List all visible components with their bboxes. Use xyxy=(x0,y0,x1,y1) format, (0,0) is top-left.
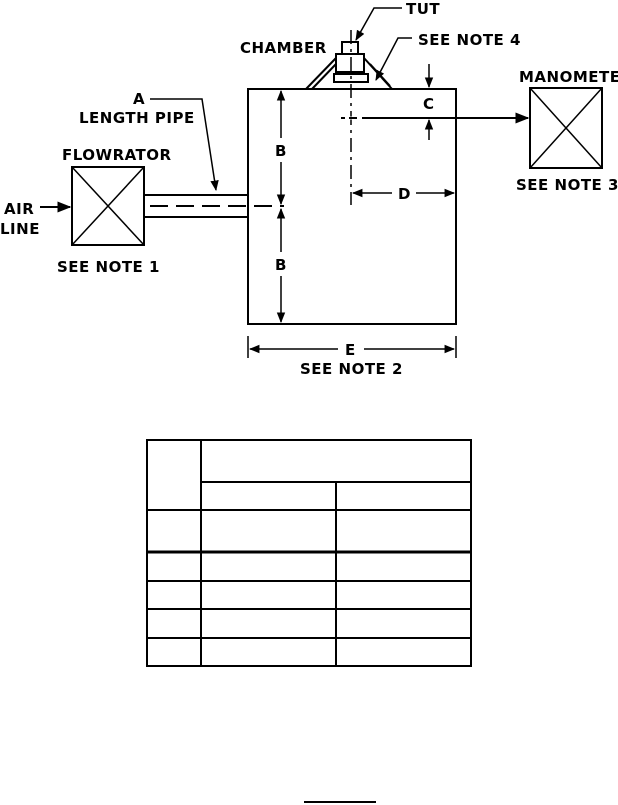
empty-table xyxy=(146,439,472,667)
see-note-1-label: SEE NOTE 1 xyxy=(57,258,160,276)
note4-leader xyxy=(375,37,412,81)
manometer-box xyxy=(529,87,603,169)
d-label: D xyxy=(398,185,411,203)
a-leader xyxy=(150,98,219,192)
dimension-e xyxy=(247,336,457,358)
a-label: A xyxy=(133,90,145,108)
length-pipe xyxy=(144,194,284,218)
b-lower-label: B xyxy=(275,256,287,274)
c-label: C xyxy=(423,95,435,113)
see-note-2-label: SEE NOTE 2 xyxy=(300,360,403,378)
air-label: AIR xyxy=(4,200,34,218)
tut-label: TUT xyxy=(406,0,440,18)
flowrator-label: FLOWRATOR xyxy=(62,146,172,164)
b-upper-label: B xyxy=(275,142,287,160)
manometer-label: MANOMETER xyxy=(519,68,618,86)
line-label: LINE xyxy=(0,220,40,238)
chamber-box xyxy=(247,88,457,325)
see-note-4-label: SEE NOTE 4 xyxy=(418,31,521,49)
flowrator-box xyxy=(71,166,145,246)
length-pipe-label: LENGTH PIPE xyxy=(79,109,195,127)
e-label: E xyxy=(345,341,356,359)
chamber-label: CHAMBER xyxy=(240,39,327,57)
tut-leader xyxy=(355,7,402,41)
see-note-3-label: SEE NOTE 3 xyxy=(516,176,618,194)
